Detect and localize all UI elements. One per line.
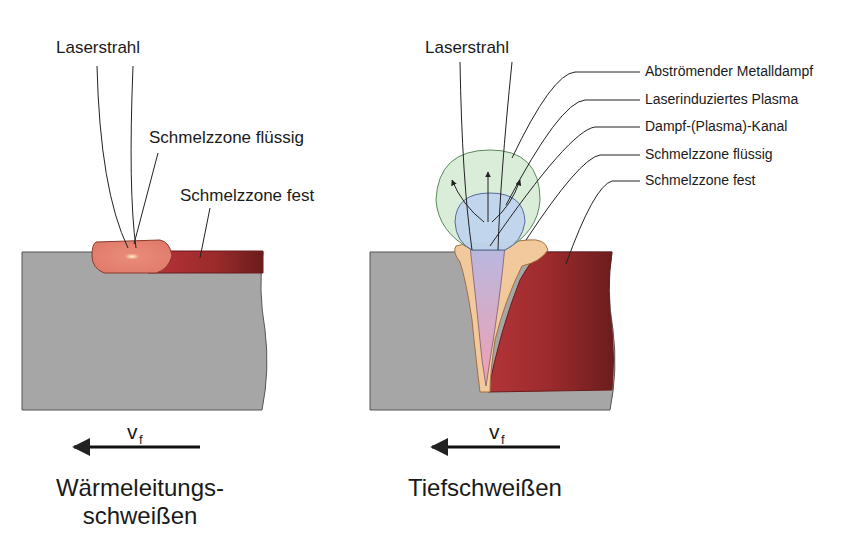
laser-plasma <box>455 193 525 250</box>
speed-symbol: v <box>489 420 500 444</box>
leader-line <box>200 208 210 258</box>
beam-label: Laserstrahl <box>425 38 509 58</box>
part-label: Abströmender Metalldampf <box>645 63 813 79</box>
speed-symbol: v <box>127 420 138 444</box>
leader-line <box>566 181 640 264</box>
laser-beam <box>97 66 128 248</box>
leader-line <box>134 153 158 244</box>
feed-arrow <box>432 446 560 449</box>
zone-label: Schmelzzone fest <box>180 186 314 206</box>
laser-beam <box>131 66 136 248</box>
flow-arrow <box>488 172 489 222</box>
liquid-melt-zone <box>92 240 172 273</box>
leader-line <box>506 100 640 205</box>
laser-beam <box>498 62 512 250</box>
part-label: Schmelzzone flüssig <box>645 146 773 162</box>
workpiece <box>22 252 267 410</box>
part-label: Dampf-(Plasma)-Kanal <box>645 118 787 134</box>
zone-label: Schmelzzone flüssig <box>149 128 304 148</box>
metal-vapour-plume <box>436 150 540 250</box>
leader-line <box>526 155 640 240</box>
speed-subscript: f <box>501 433 505 448</box>
leader-line <box>512 72 640 158</box>
part-label: Schmelzzone fest <box>645 172 756 188</box>
process-title: Tiefschweißen <box>408 474 562 502</box>
vapour-channel <box>470 246 505 386</box>
part-label: Laserinduziertes Plasma <box>645 91 798 107</box>
laser-beam <box>460 62 472 250</box>
feed-arrow <box>74 446 200 449</box>
leader-line <box>490 127 640 246</box>
process-title: Wärmeleitungs- schweißen <box>30 474 250 529</box>
beam-label: Laserstrahl <box>56 38 140 58</box>
flow-arrow <box>452 180 484 222</box>
liquid-melt-zone <box>455 240 548 392</box>
speed-subscript: f <box>139 433 143 448</box>
